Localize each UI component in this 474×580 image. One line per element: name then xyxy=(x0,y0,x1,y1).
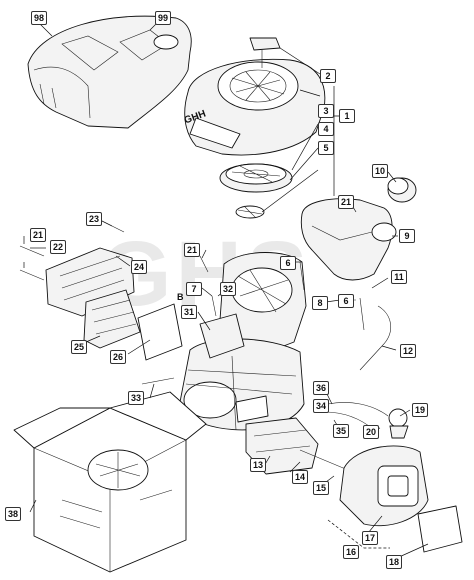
callout-14: 14 xyxy=(292,470,309,484)
callout-33: 33 xyxy=(128,391,145,405)
callout-12: 12 xyxy=(400,344,417,358)
air-filter-cover xyxy=(339,445,463,553)
callout-20: 20 xyxy=(363,425,380,439)
callout-point-b: B xyxy=(177,292,184,302)
hardware xyxy=(19,225,365,385)
primer-bulb xyxy=(388,408,409,439)
callout-38: 38 xyxy=(5,507,22,521)
callout-15: 15 xyxy=(313,481,330,495)
callout-6-upper: 6 xyxy=(280,256,296,270)
callout-34: 34 xyxy=(313,399,330,413)
callout-21-tank: 21 xyxy=(338,195,355,209)
callout-6-lower: 6 xyxy=(338,294,354,308)
callout-99: 99 xyxy=(155,11,172,25)
callout-24: 24 xyxy=(131,260,148,274)
recoil-starter-housing xyxy=(184,37,326,156)
fuel-hose xyxy=(359,305,391,371)
callout-35: 35 xyxy=(333,424,350,438)
ratchet xyxy=(235,205,265,219)
fuel-tank xyxy=(300,198,397,281)
callout-19: 19 xyxy=(412,403,429,417)
callout-8: 8 xyxy=(312,296,328,310)
boxed-engine xyxy=(13,391,207,573)
engine-cover xyxy=(27,15,192,129)
callout-16: 16 xyxy=(343,545,360,559)
callout-21-left: 21 xyxy=(30,228,47,242)
callout-2: 2 xyxy=(320,69,336,83)
callout-22: 22 xyxy=(50,240,67,254)
callout-5: 5 xyxy=(318,141,334,155)
callout-11: 11 xyxy=(391,270,407,284)
callout-36: 36 xyxy=(313,381,330,395)
air-filter-assembly xyxy=(45,247,183,361)
callout-32: 32 xyxy=(220,282,237,296)
callout-9: 9 xyxy=(399,229,415,243)
callout-4: 4 xyxy=(318,122,334,136)
callout-31: 31 xyxy=(181,305,198,319)
callout-17: 17 xyxy=(362,531,379,545)
callout-7: 7 xyxy=(186,282,202,296)
callout-23: 23 xyxy=(86,212,103,226)
callout-1: 1 xyxy=(339,109,355,123)
callout-3: 3 xyxy=(318,104,334,118)
fuel-cap xyxy=(387,177,417,203)
callout-13: 13 xyxy=(250,458,267,472)
callout-10: 10 xyxy=(372,164,389,178)
callout-21-center: 21 xyxy=(184,243,201,257)
callout-25: 25 xyxy=(71,340,88,354)
callout-98: 98 xyxy=(31,11,48,25)
callout-26: 26 xyxy=(110,350,127,364)
starter-pulley xyxy=(219,163,293,193)
callout-18: 18 xyxy=(386,555,403,569)
